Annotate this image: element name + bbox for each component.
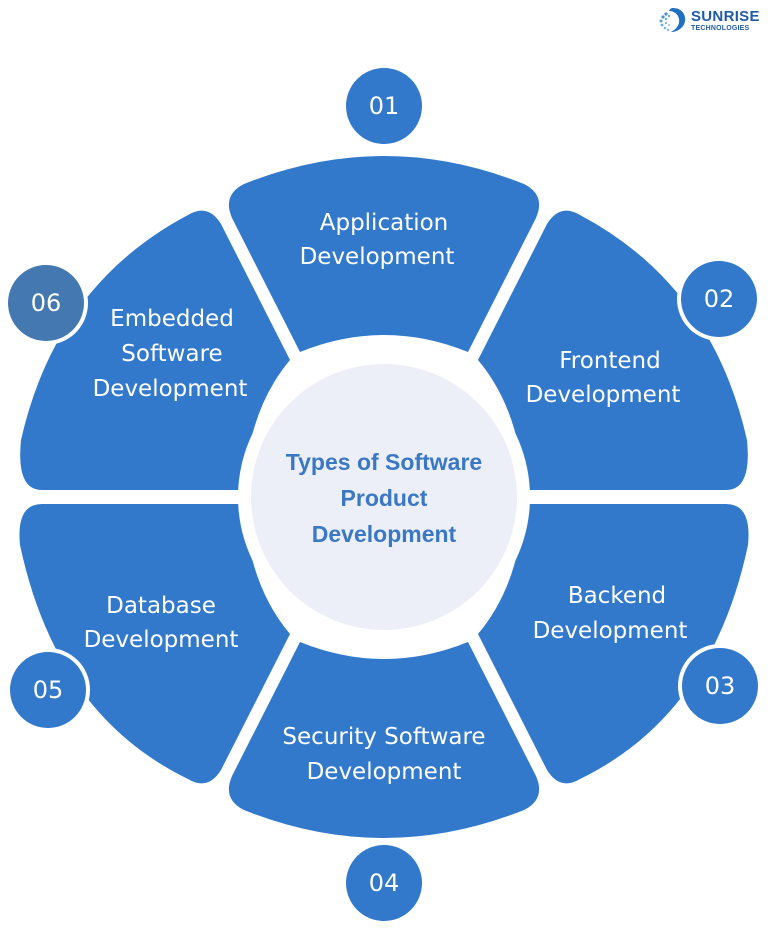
- item-06-label-line-1: Embedded: [110, 306, 234, 332]
- sunrise-swirl-logo-icon: [659, 8, 686, 32]
- badge-06-number: 06: [31, 289, 62, 317]
- segment-database-development[interactable]: [19, 504, 290, 784]
- segment-application-development[interactable]: [228, 156, 540, 352]
- center-circle: [251, 364, 517, 630]
- badge-01: 01: [342, 64, 426, 148]
- center-title-line-1: Types of Software: [286, 449, 482, 475]
- badge-04: 04: [342, 841, 426, 925]
- badge-05-number: 05: [33, 676, 64, 704]
- badge-06: 06: [4, 261, 88, 345]
- item-01-label-line-1: Application: [320, 210, 449, 236]
- item-06-label-line-3: Development: [93, 376, 248, 402]
- segment-backend-development[interactable]: [478, 504, 749, 784]
- center-title-line-2: Product: [341, 485, 428, 511]
- badge-03: 03: [678, 644, 762, 728]
- item-03-label-line-2: Development: [533, 618, 688, 644]
- item-04-label-line-1: Security Software: [282, 724, 485, 750]
- brand-logo: SUNRISE TECHNOLOGIES: [657, 6, 760, 34]
- item-02-label-line-1: Frontend: [559, 348, 661, 374]
- segment-embedded-software-development[interactable]: [20, 210, 291, 491]
- item-02-label-line-2: Development: [526, 382, 681, 408]
- item-04-label-line-2: Development: [307, 759, 462, 785]
- badge-02: 02: [677, 257, 761, 341]
- item-06-label-line-2: Software: [121, 341, 222, 367]
- segment-security-software-development[interactable]: [228, 642, 540, 838]
- badge-05: 05: [6, 648, 90, 732]
- segment-frontend-development[interactable]: [478, 210, 748, 491]
- item-05-label-line-2: Development: [84, 627, 239, 653]
- brand-name: SUNRISE: [691, 7, 760, 25]
- item-03-label-line-1: Backend: [568, 583, 666, 609]
- badge-03-number: 03: [705, 672, 736, 700]
- center-title-line-3: Development: [312, 521, 457, 547]
- brand-subtitle: TECHNOLOGIES: [691, 24, 750, 32]
- item-05-label-line-1: Database: [106, 593, 216, 619]
- item-01-label-line-2: Development: [300, 244, 455, 270]
- badge-02-number: 02: [704, 285, 735, 313]
- badge-04-number: 04: [369, 869, 400, 897]
- badge-01-number: 01: [369, 92, 400, 120]
